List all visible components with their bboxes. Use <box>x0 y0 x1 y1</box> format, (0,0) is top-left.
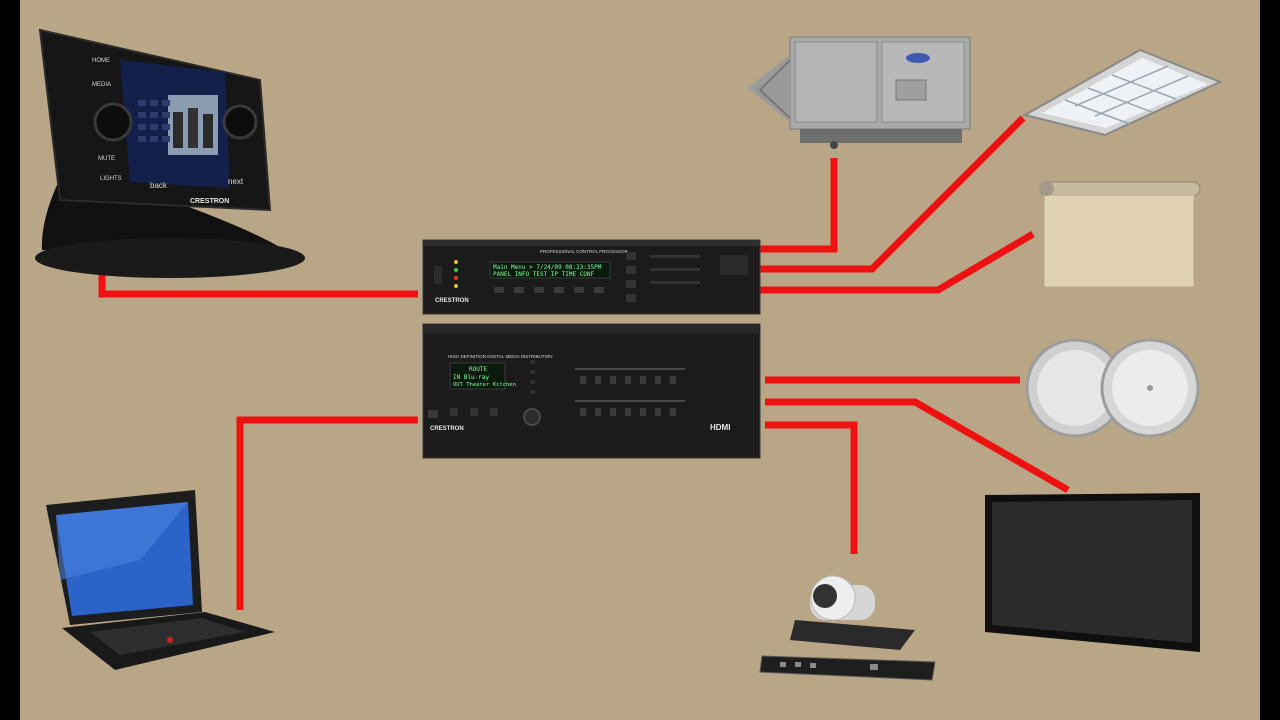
media-switcher-brand: CRESTRON <box>430 426 464 432</box>
touch-panel-mute-label: MUTE <box>98 156 115 162</box>
flat-panel-display <box>985 493 1200 652</box>
wires <box>98 115 1070 610</box>
media-switcher: HIGH DEFINITION DIGITAL MEDIA DISTRIBUTI… <box>422 323 761 459</box>
ceiling-light <box>1022 48 1223 137</box>
media-switcher-lcd-line3: OUT Theater Kitchen <box>453 382 516 388</box>
wire-laptop <box>236 416 418 610</box>
control-processor: PROFESSIONAL CONTROL PROCESSOR Main Menu… <box>422 239 761 315</box>
touch-panel-back-label: back <box>150 181 168 190</box>
wire-touch-panel <box>98 267 418 298</box>
touch-panel-brand: CRESTRON <box>190 198 229 205</box>
touch-panel: HOME MEDIA MUTE LIGHTS back next CRESTRO… <box>35 28 305 278</box>
ceiling-speakers <box>1025 338 1200 438</box>
media-switcher-label: HIGH DEFINITION DIGITAL MEDIA DISTRIBUTI… <box>448 354 553 359</box>
hvac-unit <box>748 36 971 149</box>
media-switcher-hdmi-logo: HDMI <box>710 423 730 432</box>
touch-panel-next-label: next <box>228 177 244 186</box>
touch-panel-home-label: HOME <box>92 58 110 64</box>
control-processor-label: PROFESSIONAL CONTROL PROCESSOR <box>540 249 629 254</box>
touch-panel-lights-label: LIGHTS <box>100 176 122 182</box>
media-switcher-lcd-line2: IN Blu-ray <box>453 374 490 381</box>
control-processor-lcd-line1: Main Menu > 7/24/09 08:23:35PM <box>493 264 602 271</box>
wire-ceiling-light <box>760 115 1026 273</box>
video-camera <box>759 575 936 681</box>
laptop <box>46 490 275 670</box>
media-switcher-lcd-line1: ROUTE <box>469 366 487 373</box>
system-diagram: HOME MEDIA MUTE LIGHTS back next CRESTRO… <box>35 28 1223 681</box>
wire-projector-screen <box>760 230 1035 294</box>
control-processor-brand: CRESTRON <box>435 298 469 304</box>
control-processor-lcd-line2: PANEL INFO TEST IP TIME CONF <box>493 271 595 278</box>
projector-screen <box>1039 181 1201 288</box>
touch-panel-media-label: MEDIA <box>92 82 111 88</box>
wire-camera <box>765 421 858 554</box>
diagram-canvas: HOME MEDIA MUTE LIGHTS back next CRESTRO… <box>20 0 1260 720</box>
wire-display <box>765 398 1070 494</box>
wire-hvac <box>760 158 838 253</box>
